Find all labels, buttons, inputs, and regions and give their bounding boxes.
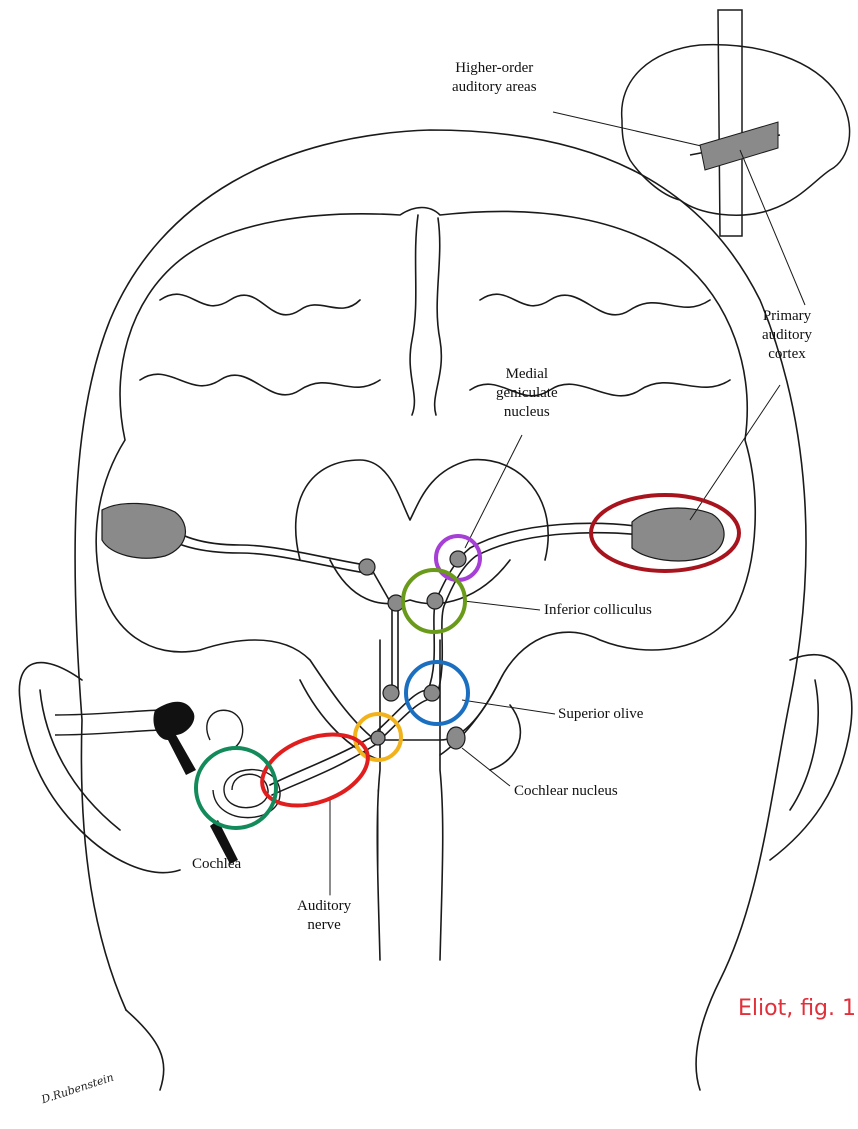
label-nerve-line1: Auditory xyxy=(297,898,351,914)
so-node-left xyxy=(383,685,399,701)
semicircular-canal xyxy=(207,710,243,750)
leader-superior xyxy=(462,700,555,714)
brain-outline xyxy=(96,208,755,741)
inset-cut-plane xyxy=(718,10,742,236)
citation: Eliot, fig. 1 xyxy=(738,996,856,1021)
label-medial-line3: nucleus xyxy=(504,404,550,420)
inner-structure xyxy=(296,460,549,560)
inset-brain-outline xyxy=(622,45,850,216)
auditory-tract-left xyxy=(160,520,372,566)
inset-auditory-area xyxy=(700,122,778,170)
ear-canal xyxy=(55,710,160,735)
label-medial-geniculate: Medial geniculate nucleus xyxy=(496,365,558,422)
ossicles xyxy=(153,702,196,775)
label-auditory-nerve: Auditory nerve xyxy=(297,897,351,935)
leader-cochlear-nucleus xyxy=(462,748,510,786)
primary-auditory-cortex-right xyxy=(632,508,724,561)
label-higher-order-line1: Higher-order xyxy=(455,60,533,76)
cn-node xyxy=(371,731,385,745)
label-primary-line3: cortex xyxy=(768,346,805,362)
ic-node-right xyxy=(427,593,443,609)
so-node-right xyxy=(424,685,440,701)
label-cochlea: Cochlea xyxy=(192,855,241,874)
leader-inferior xyxy=(464,601,540,610)
label-cochlear-nucleus: Cochlear nucleus xyxy=(514,782,618,801)
left-ear xyxy=(19,663,180,873)
label-higher-order: Higher-order auditory areas xyxy=(448,58,541,98)
label-primary-line1: Primary xyxy=(763,308,811,324)
mgn-node-left xyxy=(359,559,375,575)
label-medial-line2: geniculate xyxy=(496,385,558,401)
neck-left xyxy=(126,1010,164,1090)
right-ear xyxy=(770,655,852,860)
label-higher-order-line2: auditory areas xyxy=(452,79,537,95)
longitudinal-fissure xyxy=(410,215,441,415)
label-superior-olive: Superior olive xyxy=(558,705,643,724)
label-primary-line2: auditory xyxy=(762,327,812,343)
mgn-node-right xyxy=(450,551,466,567)
primary-auditory-cortex-left xyxy=(102,503,185,558)
label-nerve-line2: nerve xyxy=(307,917,340,933)
label-inferior-colliculus: Inferior colliculus xyxy=(544,601,652,620)
label-primary-cortex: Primary auditory cortex xyxy=(762,307,812,364)
cochlear-nucleus-shape xyxy=(447,727,465,749)
label-medial-line1: Medial xyxy=(506,366,549,382)
